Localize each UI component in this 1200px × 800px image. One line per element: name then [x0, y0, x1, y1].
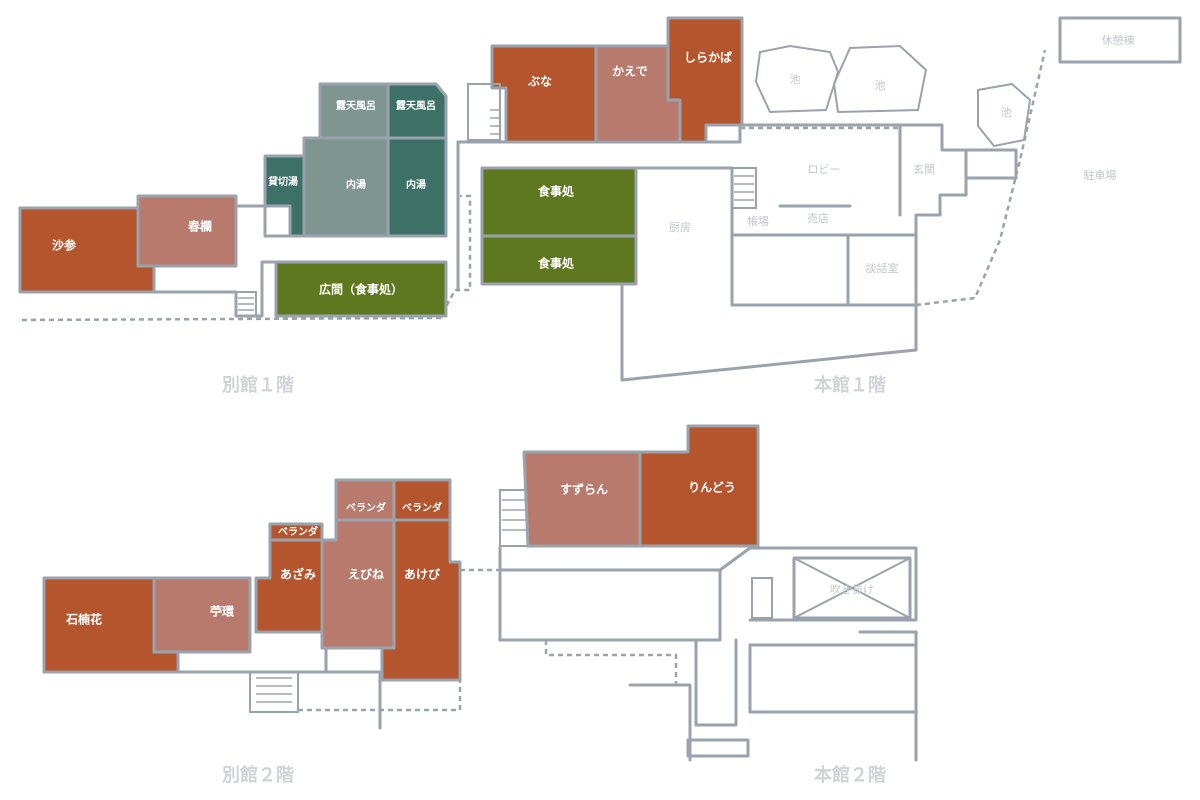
floor-label-annex-2f: 別館２階 [222, 764, 294, 786]
room-chorei[interactable]: 苧環 [152, 576, 252, 654]
pond-1 [754, 44, 840, 114]
room-shirakaba-label: しらかば [684, 50, 732, 65]
bath-inner-2-label: 内湯 [406, 178, 426, 191]
room-shirakaba[interactable]: しらかば [666, 16, 744, 144]
veranda-2-label: ベランダ [346, 501, 386, 514]
pond-label: 池 [790, 73, 801, 86]
room-rindou[interactable]: りんどう [638, 424, 760, 548]
floor-label-annex-1f: 別館１階 [222, 374, 294, 396]
room-hiroma-label: 広間（食事処） [319, 282, 403, 297]
room-shajin[interactable]: 沙参 [18, 206, 156, 294]
room-dining-2-label: 食事処 [537, 256, 575, 271]
bath-private-label: 貸切湯 [267, 175, 298, 188]
bath-outdoor-1-label: 露天風呂 [336, 99, 376, 112]
bath-private[interactable]: 貸切湯 [263, 154, 306, 238]
room-shunran[interactable]: 春欄 [136, 194, 238, 268]
annex-corridor-lower [152, 260, 278, 318]
kitchen-label: 厨房 [669, 221, 691, 234]
room-busuna[interactable]: ぶな [490, 44, 598, 144]
stairs-annex-1f [235, 291, 257, 317]
room-ebine[interactable]: えびね [320, 518, 396, 650]
floor-label-main-2f: 本館２階 [814, 764, 886, 786]
entrance-label: 玄関 [913, 162, 935, 176]
room-akebi[interactable]: あけび [380, 518, 462, 682]
veranda-3[interactable]: ベランダ [392, 478, 452, 522]
stairs-main-2f [499, 489, 529, 547]
room-akebi-label: あけび [404, 567, 441, 582]
rest-building [1058, 16, 1182, 64]
room-dining-1[interactable]: 食事処 [480, 166, 638, 238]
stairs-main-1f [731, 167, 757, 209]
bath-inner-1[interactable]: 内湯 [302, 136, 390, 238]
rest-building-label: 休憩棟 [1102, 33, 1135, 47]
lobby-label: ロビー [808, 163, 841, 176]
path-2f-main [544, 640, 678, 685]
path-2f-annex [298, 680, 462, 712]
room-suzuran-label: すずらん [560, 482, 608, 497]
room-dining-2[interactable]: 食事処 [480, 234, 638, 286]
bath-outdoor-2-label: 露天風呂 [396, 99, 436, 112]
atrium-label: 吹き抜け [830, 582, 874, 596]
annex-corridor [234, 204, 448, 238]
stairs-top-left [467, 83, 501, 141]
path-1f-annex [21, 194, 472, 322]
room-azami-label: あざみ [280, 567, 316, 582]
veranda-3-label: ベランダ [402, 501, 442, 514]
floor-label-main-1f: 本館１階 [814, 374, 886, 396]
stairs-annex-2f [249, 671, 299, 713]
room-busuna-label: ぶな [527, 75, 552, 89]
pond-group: 池 池 池 休憩棟 駐車場 [754, 16, 1182, 182]
atrium [792, 556, 912, 620]
bath-outdoor-1[interactable]: 露天風呂 [318, 82, 390, 140]
annex-2f-corridor-2 [324, 670, 382, 730]
parking-label: 駐車場 [1084, 168, 1117, 182]
room-shunran-label: 春欄 [187, 219, 212, 234]
room-kaede-label: かえで [612, 65, 648, 79]
room-azami[interactable]: あざみ [254, 538, 324, 634]
pond-label: 池 [1001, 106, 1012, 119]
pond-label: 池 [875, 79, 886, 92]
bath-inner-1-label: 内湯 [346, 178, 366, 191]
lounge-label: 談話室 [866, 261, 899, 275]
front-desk-label: 帳場 [747, 214, 769, 228]
veranda-2[interactable]: ベランダ [334, 478, 396, 522]
shop-label: 売店 [807, 211, 829, 225]
room-hiroma[interactable]: 広間（食事処） [274, 260, 448, 318]
veranda-1[interactable]: ベランダ [268, 522, 324, 542]
pond-2 [832, 44, 928, 114]
room-rindou-label: りんどう [688, 481, 736, 495]
room-chorei-label: 苧環 [210, 604, 235, 619]
bath-outdoor-2[interactable]: 露天風呂 [386, 82, 448, 140]
room-dining-1-label: 食事処 [537, 184, 575, 199]
bath-inner-2[interactable]: 内湯 [386, 136, 448, 238]
room-sekkoku-label: 石楠花 [65, 612, 102, 627]
path-1f-parking [915, 49, 1047, 307]
veranda-1-label: ベランダ [278, 525, 318, 538]
room-shajin-label: 沙参 [52, 238, 77, 253]
room-ebine-label: えびね [348, 567, 384, 582]
room-suzuran[interactable]: すずらん [522, 450, 642, 548]
